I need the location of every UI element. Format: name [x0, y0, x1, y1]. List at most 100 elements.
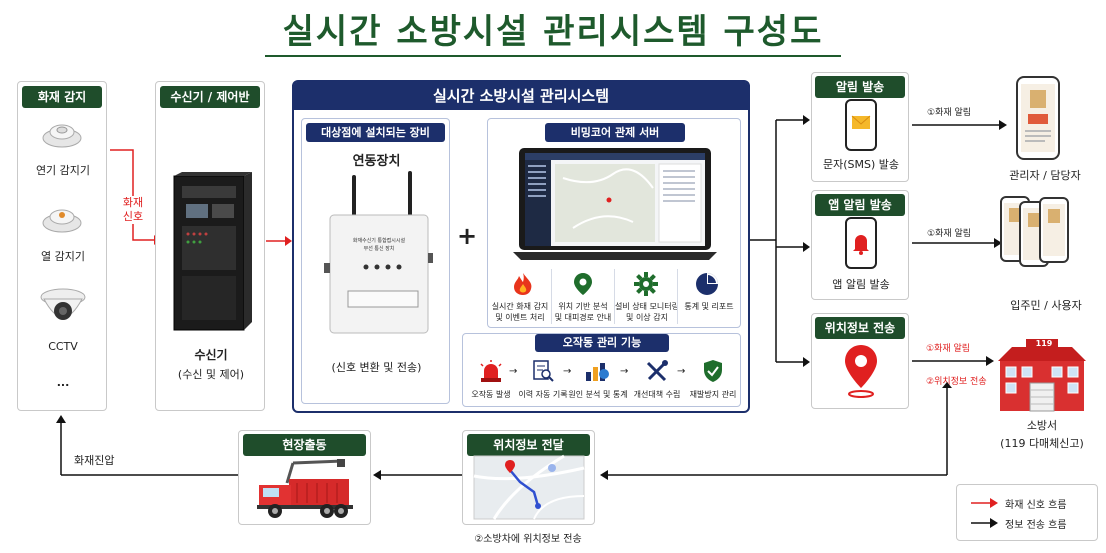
feature-label-stats: 통계 및 리포트	[684, 302, 734, 311]
equip-box: 대상점에 설치되는 장비 연동장치 화재수신기 통합접시시설 무선 통신 장치 …	[301, 118, 450, 404]
legend-info-label: 정보 전송 흐름	[1005, 520, 1067, 531]
feature-divider	[677, 269, 678, 324]
location-panel: 위치정보 전송	[811, 313, 909, 409]
plus-sign: +	[457, 222, 478, 250]
transfer-to-dispatch-arrow	[373, 470, 462, 480]
app-header: 앱 알림 발송	[815, 194, 905, 216]
step-arrow-icon: →	[677, 366, 686, 377]
map-pin-icon	[845, 345, 877, 398]
location-header: 위치정보 전송	[815, 317, 905, 339]
fire-signal-label: 화재 신호	[118, 196, 148, 224]
siren-icon	[480, 360, 502, 382]
step-label-analysis: 원인 분석 및 통계	[568, 390, 628, 399]
app-to-resident-arrow	[912, 238, 1002, 248]
station-to-transfer-arrow	[600, 382, 952, 480]
laptop-dashboard-icon	[513, 148, 717, 260]
smoke-detector-icon	[42, 124, 82, 148]
sms-to-manager-arrow	[912, 120, 1007, 130]
dispatch-to-detect-arrow	[56, 415, 238, 476]
dispatch-header: 현장출동	[243, 434, 366, 456]
equip-name: 연동장치	[352, 154, 401, 169]
detect-item-heat: 열 감지기	[41, 250, 85, 263]
receiver-name: 수신기	[194, 348, 228, 362]
location-transfer-header: 위치정보 전달	[467, 434, 590, 456]
equip-desc: (신호 변환 및 전송)	[331, 361, 422, 374]
location-pin-icon	[574, 273, 592, 295]
page-title: 실시간 소방시설 관리시스템 구성도	[282, 12, 824, 52]
sms-flow-label: ①화재 알림	[927, 105, 972, 118]
fire-station-icon	[998, 339, 1086, 412]
legend-box: 화재 신호 흐름 정보 전송 흐름	[956, 484, 1098, 541]
feature-divider	[614, 269, 615, 324]
fire-truck-icon	[257, 459, 353, 518]
step-arrow-icon: →	[563, 366, 572, 377]
location-transfer-panel: 위치정보 전달	[462, 430, 595, 525]
gateway-device-text: 화재수신기 통합접시시설 무선 통신 장치	[352, 238, 406, 252]
gear-icon	[634, 272, 658, 296]
receiver-panel: 수신기 / 제어반 수신기 (수신 및 제어)	[155, 81, 265, 411]
step-arrow-icon: →	[509, 366, 518, 377]
step-label-record: 이력 자동 기록	[518, 390, 568, 399]
manager-phone-icon	[1016, 76, 1060, 160]
location-flow-label-position: ②위치정보 전송	[926, 374, 987, 387]
receiver-desc: (수신 및 제어)	[177, 368, 245, 381]
system-header: 실시간 소방시설 관리시스템	[294, 82, 748, 110]
server-header: 비밍코어 관제 서버	[545, 123, 685, 142]
app-panel: 앱 알림 발송 앱 알림 발송	[811, 190, 909, 300]
app-flow-label: ①화재 알림	[927, 226, 972, 239]
app-label: 앱 알림 발송	[832, 278, 890, 291]
sms-header: 알림 발송	[815, 76, 905, 98]
receiver-header: 수신기 / 제어반	[160, 86, 260, 108]
feature-divider	[551, 269, 552, 324]
malfunction-box: 오작동 관리 기능 → → → → 오작동 발생 이력 자동 기록 원인 분석 …	[462, 333, 741, 407]
step-label-occur: 오작동 발생	[471, 390, 511, 399]
station-sign: 119	[1035, 339, 1053, 348]
control-cabinet-icon	[173, 172, 252, 331]
bar-chart-icon	[586, 363, 609, 381]
detect-header: 화재 감지	[22, 86, 102, 108]
sms-label: 문자(SMS) 발송	[822, 158, 899, 171]
server-box: 비밍코어 관제 서버 실시간 화재 감지 및 이벤트 처리 위치 기반 분석 및…	[487, 118, 741, 328]
location-flow-label-fire: ①화재 알림	[926, 341, 971, 354]
resident-label: 입주민 / 사용자	[1010, 299, 1082, 312]
pie-chart-icon	[696, 273, 718, 295]
equip-header: 대상점에 설치되는 장비	[306, 123, 445, 142]
step-label-improve: 개선대책 수립	[633, 390, 681, 399]
fire-signal-arrow	[110, 149, 160, 245]
tools-icon	[646, 360, 668, 382]
gateway-device-icon	[324, 171, 433, 334]
sms-panel: 알림 발송 문자(SMS) 발송	[811, 72, 909, 182]
legend-info-arrow	[971, 518, 998, 528]
document-search-icon	[533, 360, 554, 382]
heat-detector-icon	[42, 209, 82, 233]
sms-phone-icon	[845, 99, 877, 151]
step-label-prevent: 재발방지 관리	[689, 390, 737, 399]
step-arrow-icon: →	[620, 366, 629, 377]
detect-panel: 화재 감지 연기 감지기 열 감지기 CCTV ...	[17, 81, 107, 411]
bell-phone-icon	[845, 217, 877, 269]
location-transfer-caption: ②소방차에 위치정보 전송	[474, 534, 582, 545]
receiver-to-system-arrow	[266, 236, 292, 246]
dispatch-entry-label: 화재진압	[74, 454, 115, 467]
legend-fire-arrow	[971, 498, 998, 508]
malfunction-header: 오작동 관리 기능	[535, 334, 669, 352]
station-sub-label: (119 다매체신고)	[1000, 437, 1084, 450]
feature-label-fire: 실시간 화재 감지 및 이벤트 처리	[491, 302, 549, 322]
station-label: 소방서	[1026, 419, 1058, 432]
title-underline	[265, 55, 841, 57]
cctv-icon	[40, 288, 86, 320]
detect-item-more: ...	[56, 376, 70, 389]
legend-fire-label: 화재 신호 흐름	[1005, 500, 1067, 511]
dispatch-panel: 현장출동	[238, 430, 371, 525]
detect-item-smoke: 연기 감지기	[35, 164, 91, 177]
route-map-icon	[473, 454, 585, 520]
manager-label: 관리자 / 담당자	[1009, 169, 1081, 182]
fire-icon	[514, 273, 532, 295]
feature-label-location: 위치 기반 분석 및 대피경로 안내	[554, 302, 612, 322]
location-to-station-arrow	[912, 356, 994, 366]
detect-item-cctv: CCTV	[48, 340, 78, 353]
branch-arrows	[750, 115, 810, 367]
feature-label-monitoring: 설비 상태 모니터링 및 이상 감지	[615, 302, 679, 322]
shield-check-icon	[704, 360, 722, 382]
resident-phones-icon	[1000, 196, 1069, 267]
